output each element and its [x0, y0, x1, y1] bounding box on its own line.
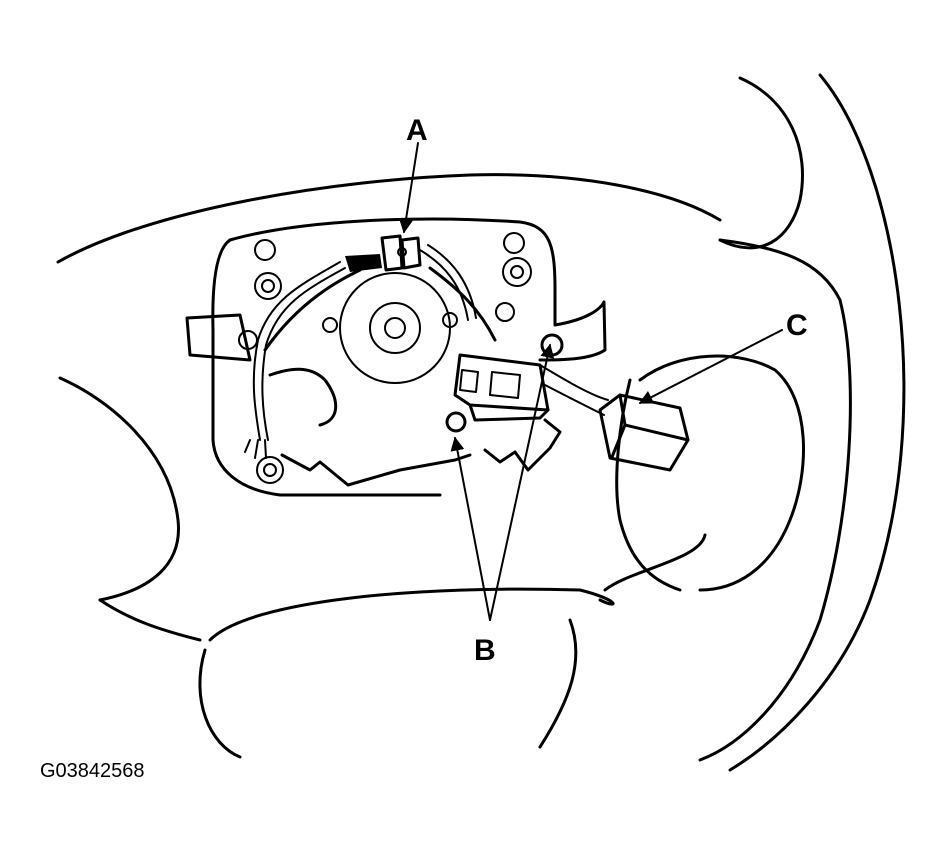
figure-id-label: G03842568: [40, 760, 145, 782]
harness-connector: [598, 393, 690, 472]
airbag-housing: [185, 217, 607, 497]
callout-a-label: A: [406, 114, 428, 147]
steering-wheel-outline: [56, 73, 906, 772]
callout-arrows: [399, 142, 783, 621]
callout-c-label: C: [786, 309, 808, 342]
brackets-and-wiring: [244, 234, 562, 487]
callout-b-label: B: [474, 634, 496, 667]
connector-module: [445, 333, 609, 433]
inflator-hub: [263, 266, 497, 427]
